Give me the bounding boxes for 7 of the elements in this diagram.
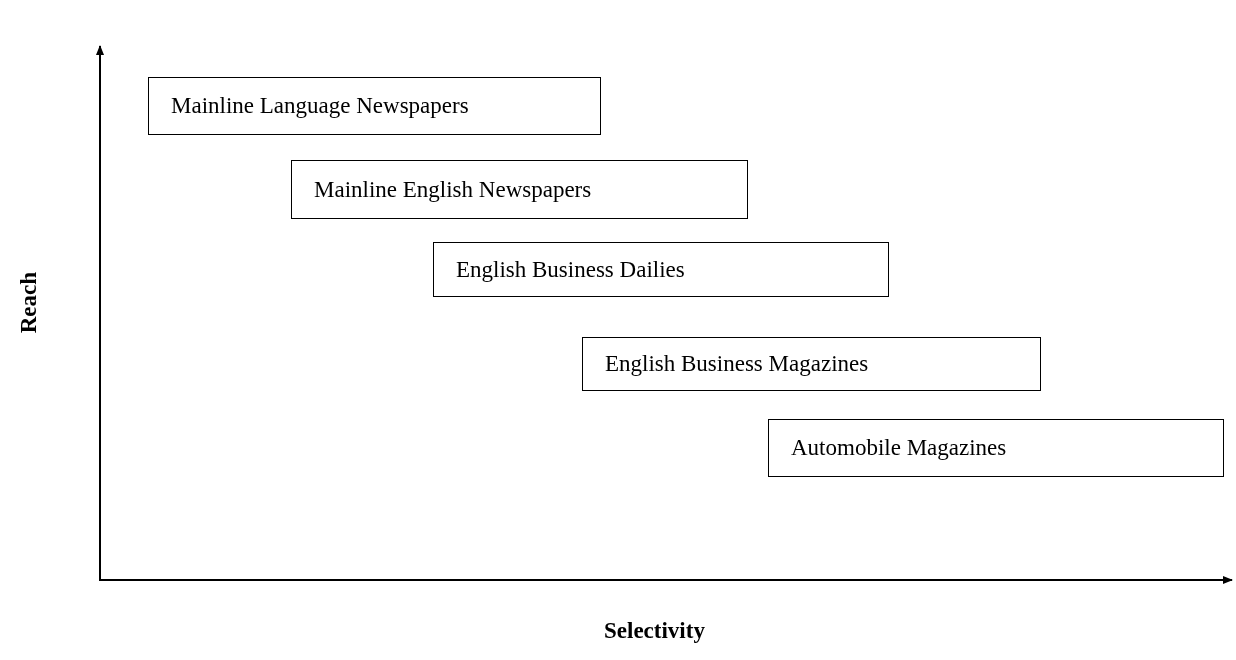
axis-label: Selectivity [604,618,705,644]
category-box: Mainline English Newspapers [291,160,748,219]
category-box: English Business Magazines [582,337,1041,391]
category-box: Mainline Language Newspapers [148,77,601,135]
axis-label: Reach [16,272,42,334]
category-box: Automobile Magazines [768,419,1224,477]
category-box: English Business Dailies [433,242,889,297]
